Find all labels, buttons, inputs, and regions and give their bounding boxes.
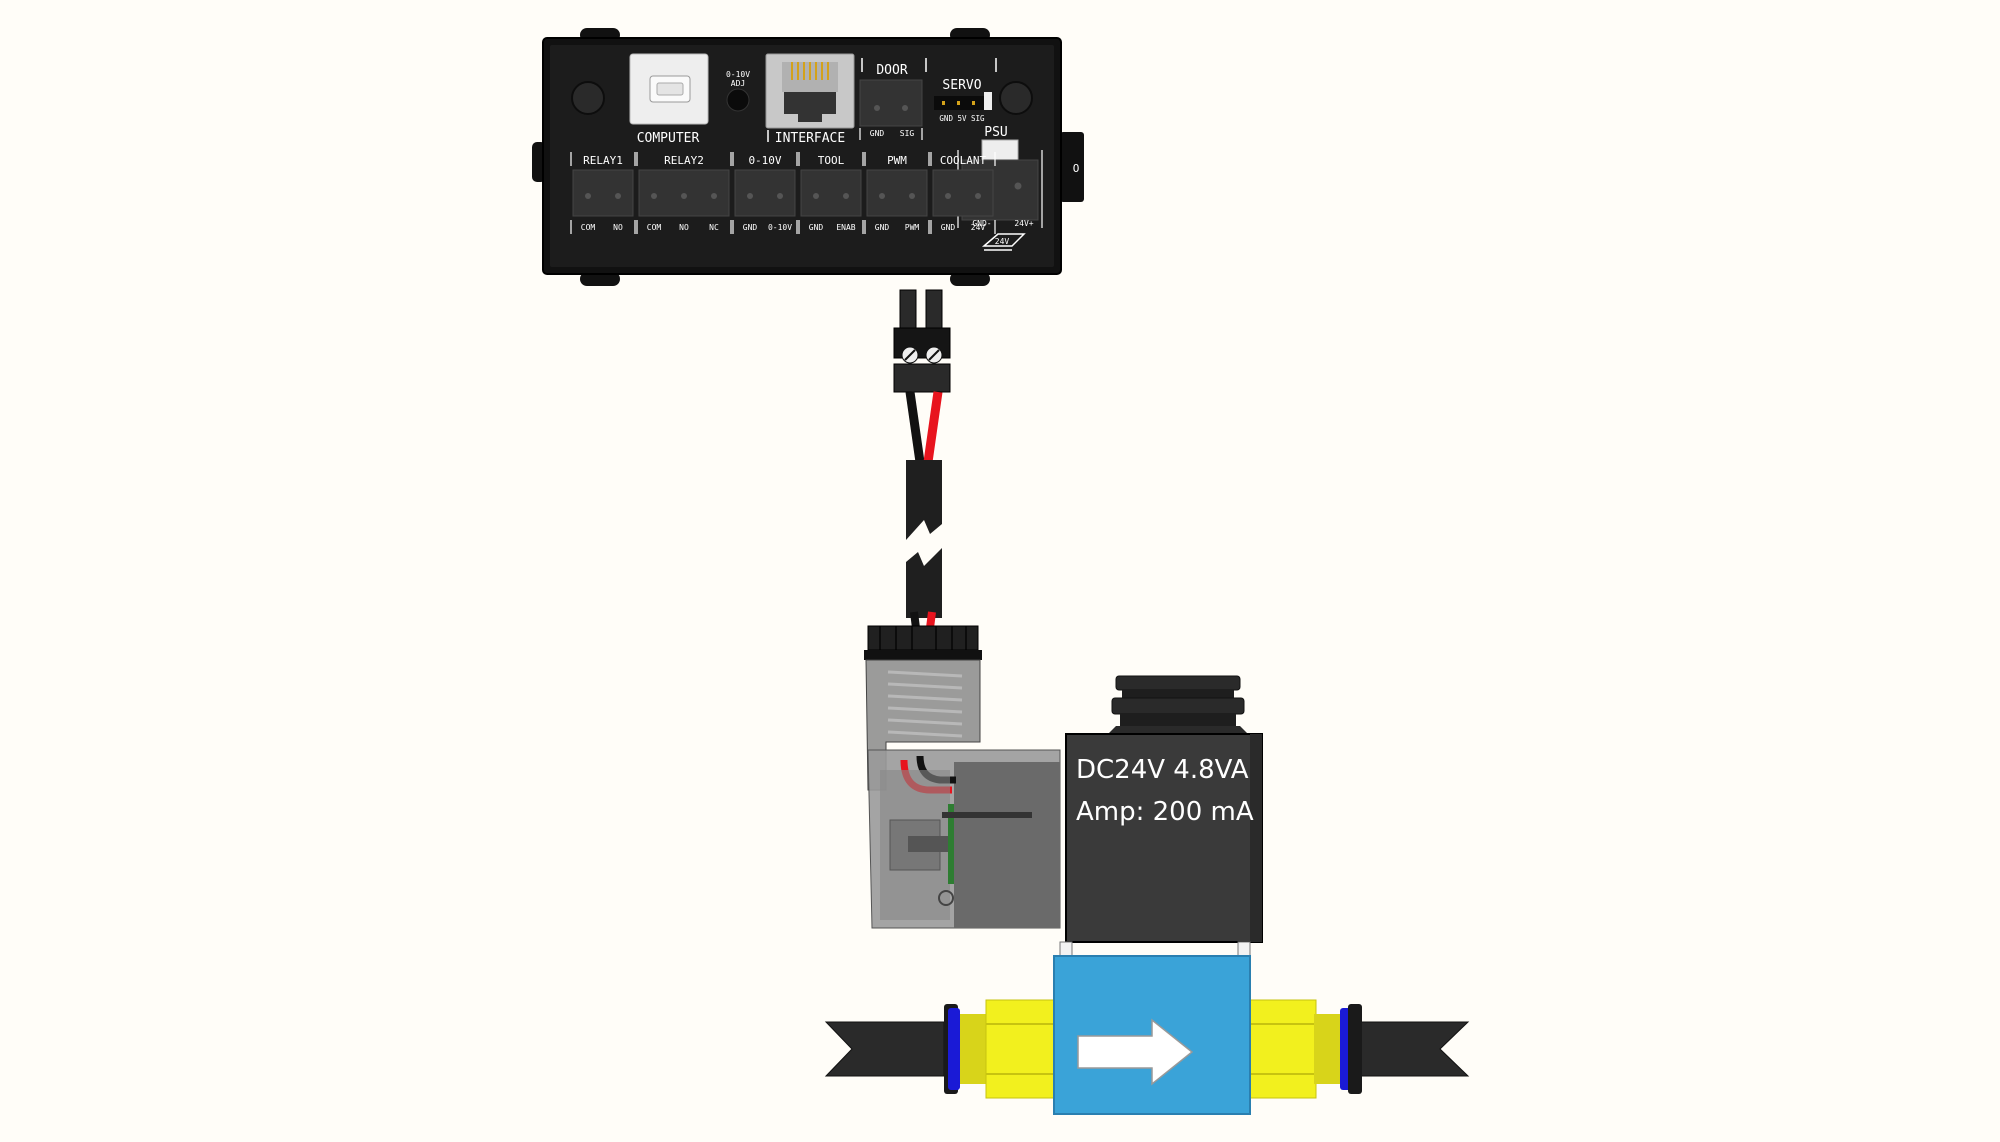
door-pin-gnd: GND xyxy=(870,129,885,138)
terminal-pin-label: GND xyxy=(941,223,956,232)
terminal-screw xyxy=(615,193,621,199)
terminal-screw xyxy=(777,193,783,199)
door-pin-sig: SIG xyxy=(900,129,915,138)
psu-label: PSU xyxy=(984,125,1007,140)
terminal-pin-label: COM xyxy=(581,223,596,232)
terminal-pin-label: PWM xyxy=(905,223,920,232)
valve-body xyxy=(1053,941,1251,1115)
terminal-screw xyxy=(813,193,819,199)
terminal-screw xyxy=(909,193,915,199)
terminal-block-coolant[interactable] xyxy=(932,169,994,217)
terminal-pin-label: 0-10V xyxy=(768,223,792,232)
terminal-group-label: RELAY2 xyxy=(664,154,704,167)
terminal-screw xyxy=(945,193,951,199)
terminal-block-pwm[interactable] xyxy=(866,169,928,217)
controller-box: O COMPUTER 0-10V ADJ xyxy=(532,28,1084,286)
terminal-group-label: TOOL xyxy=(818,154,845,167)
terminal-pin-label: ENAB xyxy=(836,223,855,232)
servo-pins: GND 5V SIG xyxy=(939,114,985,123)
terminal-pin-label: GND xyxy=(875,223,890,232)
psu-24v-badge: 24V xyxy=(981,233,1026,251)
coil-current: Amp: 200 mA xyxy=(1076,797,1254,827)
terminal-pin-label: NO xyxy=(679,223,689,232)
psu-pin-gnd: GND- xyxy=(972,219,991,228)
svg-text:24V: 24V xyxy=(995,237,1010,246)
terminal-pin-label: NC xyxy=(709,223,719,232)
mount-hole xyxy=(999,81,1033,115)
flow-arrow-icon xyxy=(1077,1018,1194,1086)
terminal-block-relay1[interactable] xyxy=(572,169,634,217)
servo-label: SERVO xyxy=(942,78,981,93)
output-plug[interactable] xyxy=(893,289,951,393)
terminal-pin-label: GND xyxy=(743,223,758,232)
coil-rating: DC24V 4.8VA xyxy=(1076,755,1249,785)
terminal-screw xyxy=(651,193,657,199)
adj-label-2: ADJ xyxy=(731,79,745,88)
psu-pin-24v: 24V+ xyxy=(1014,219,1033,228)
terminal-group-label: COOLANT xyxy=(940,154,987,167)
adj-label-1: 0-10V xyxy=(726,70,750,79)
terminal-group-label: 0-10V xyxy=(748,154,781,167)
terminal-pin-label: 24V xyxy=(971,223,986,232)
terminal-screw xyxy=(843,193,849,199)
terminal-screw xyxy=(711,193,717,199)
terminal-screw xyxy=(747,193,753,199)
power-switch-label: O xyxy=(1073,162,1080,175)
terminal-group-label: RELAY1 xyxy=(583,154,623,167)
interface-label: INTERFACE xyxy=(775,131,845,146)
interface-port[interactable] xyxy=(765,53,855,129)
pipe-left xyxy=(824,1021,945,1077)
terminal-screw xyxy=(975,193,981,199)
solenoid-coil: DC24V 4.8VA Amp: 200 mA xyxy=(1065,675,1263,943)
terminal-pin-label: GND xyxy=(809,223,824,232)
fitting-left xyxy=(944,999,1055,1099)
terminal-screw xyxy=(879,193,885,199)
terminal-screw xyxy=(585,193,591,199)
din-connector xyxy=(864,625,1061,929)
usb-label: COMPUTER xyxy=(637,131,700,146)
servo-header[interactable] xyxy=(934,92,992,110)
terminal-group-label: PWM xyxy=(887,154,907,167)
terminal-block-tool[interactable] xyxy=(800,169,862,217)
pipe-right xyxy=(1355,1021,1470,1077)
terminal-pin-label: COM xyxy=(647,223,662,232)
fitting-right xyxy=(1249,999,1362,1099)
door-connector[interactable] xyxy=(859,79,923,127)
power-switch[interactable] xyxy=(1060,132,1084,202)
cable xyxy=(905,391,943,629)
terminal-screw xyxy=(681,193,687,199)
terminal-pin-label: NO xyxy=(613,223,623,232)
usb-port[interactable] xyxy=(629,53,709,125)
door-label: DOOR xyxy=(876,63,907,78)
mount-hole xyxy=(571,81,605,115)
terminal-block-010v[interactable] xyxy=(734,169,796,217)
adj-potentiometer[interactable] xyxy=(726,88,750,112)
